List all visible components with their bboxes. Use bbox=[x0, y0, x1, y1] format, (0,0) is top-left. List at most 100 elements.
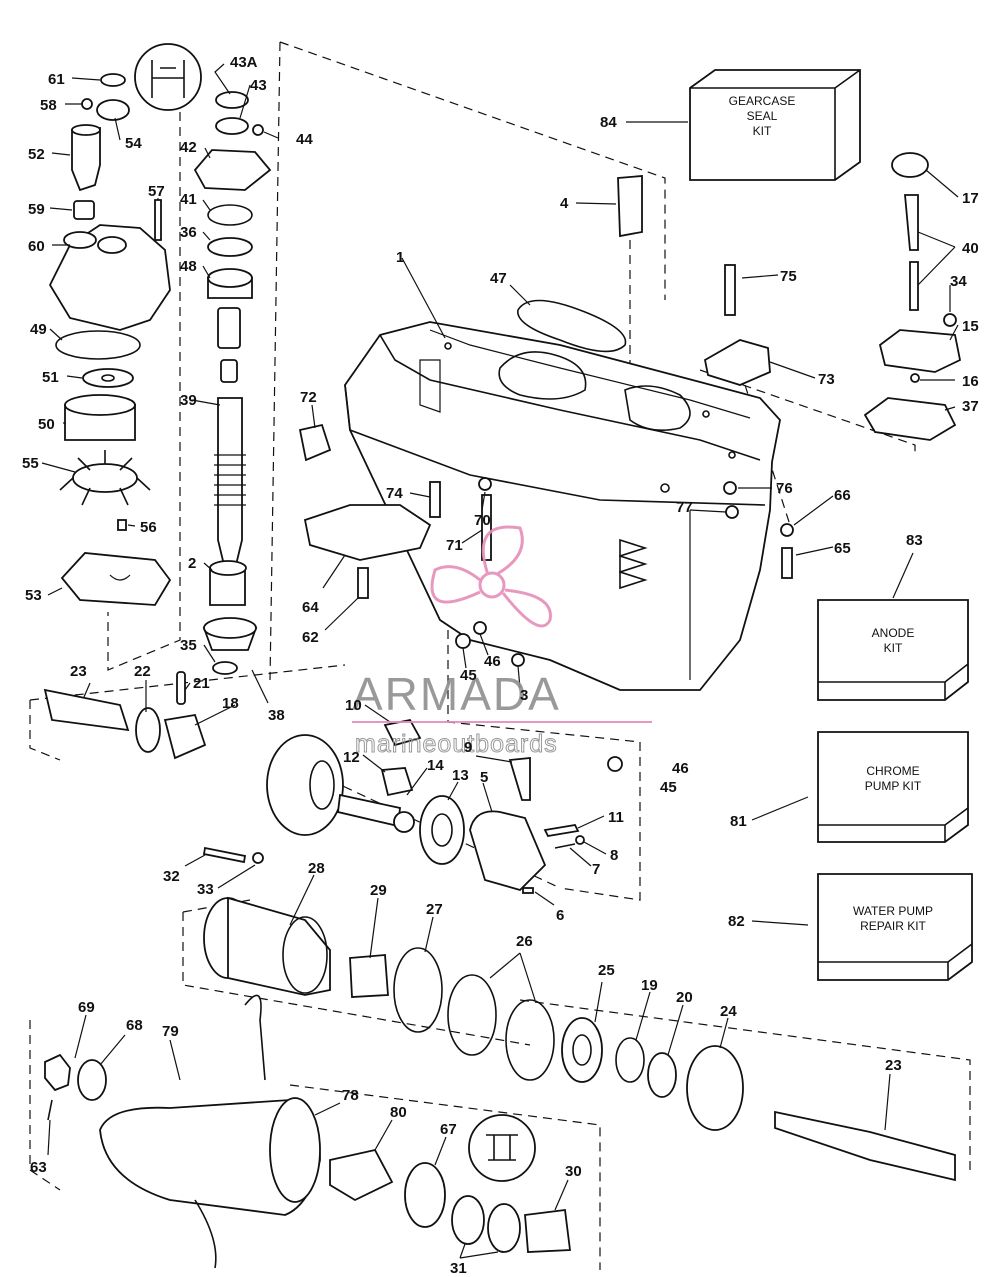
kit84-line1: GEARCASE bbox=[729, 94, 796, 108]
kit81-line1: CHROME bbox=[866, 764, 919, 778]
kit84-line3: KIT bbox=[753, 124, 772, 138]
callout-69: 69 bbox=[78, 999, 95, 1016]
callout-43a: 43A bbox=[230, 54, 258, 71]
driveshaft-parts bbox=[134, 43, 272, 675]
upper-misc-parts bbox=[298, 175, 794, 772]
callout-44: 44 bbox=[296, 131, 313, 148]
callout-46: 46 bbox=[484, 653, 501, 670]
callout-64: 64 bbox=[302, 599, 319, 616]
callout-37: 37 bbox=[962, 398, 979, 415]
callout-51: 51 bbox=[42, 369, 59, 386]
callout-numbers: 6158545257596049515055565343A43444241364… bbox=[22, 54, 979, 1277]
watermark-name: ARMADA bbox=[352, 668, 561, 720]
callout-70: 70 bbox=[474, 512, 491, 529]
callout-32: 32 bbox=[163, 868, 180, 885]
callout-42: 42 bbox=[180, 139, 197, 156]
callout-21: 21 bbox=[193, 675, 210, 692]
callout-39: 39 bbox=[180, 392, 197, 409]
callout-4: 4 bbox=[560, 195, 569, 212]
callout-72: 72 bbox=[300, 389, 317, 406]
anode-kit-box: ANODE KIT bbox=[817, 599, 969, 701]
callout-67: 67 bbox=[440, 1121, 457, 1138]
callout-5: 5 bbox=[480, 769, 488, 786]
callout-55: 55 bbox=[22, 455, 39, 472]
callout-57: 57 bbox=[148, 183, 165, 200]
callout-23-second: 23 bbox=[885, 1057, 902, 1074]
callout-19: 19 bbox=[641, 977, 658, 994]
callout-38: 38 bbox=[268, 707, 285, 724]
kit84-line2: SEAL bbox=[747, 109, 778, 123]
callout-16: 16 bbox=[962, 373, 979, 390]
callout-24: 24 bbox=[720, 1003, 737, 1020]
callout-28: 28 bbox=[308, 860, 325, 877]
callout-22: 22 bbox=[134, 663, 151, 680]
callout-49: 49 bbox=[30, 321, 47, 338]
kit83-line2: KIT bbox=[884, 641, 903, 655]
callout-26: 26 bbox=[516, 933, 533, 950]
callout-78: 78 bbox=[342, 1087, 359, 1104]
gear-shift-parts bbox=[43, 671, 585, 894]
callout-81: 81 bbox=[730, 813, 747, 830]
callout-30: 30 bbox=[565, 1163, 582, 1180]
callout-63: 63 bbox=[30, 1159, 47, 1176]
callout-31: 31 bbox=[450, 1260, 467, 1277]
callout-76: 76 bbox=[776, 480, 793, 497]
chrome-pump-kit-box: CHROME PUMP KIT bbox=[817, 731, 969, 843]
callout-8: 8 bbox=[610, 847, 618, 864]
callout-18: 18 bbox=[222, 695, 239, 712]
callout-82: 82 bbox=[728, 913, 745, 930]
decal-arrows bbox=[619, 538, 648, 590]
callout-10: 10 bbox=[345, 697, 362, 714]
callout-11: 11 bbox=[608, 809, 624, 826]
right-side-parts bbox=[863, 152, 962, 441]
callout-73: 73 bbox=[818, 371, 835, 388]
kit81-line2: PUMP KIT bbox=[865, 779, 922, 793]
callout-23: 23 bbox=[70, 663, 87, 680]
callout-79: 79 bbox=[162, 1023, 179, 1040]
callout-46-second: 46 bbox=[672, 760, 689, 777]
callout-40: 40 bbox=[962, 240, 979, 257]
callout-52: 52 bbox=[28, 146, 45, 163]
callout-48: 48 bbox=[180, 258, 197, 275]
callout-84: 84 bbox=[600, 114, 617, 131]
kit82-line2: REPAIR KIT bbox=[860, 919, 926, 933]
callout-12: 12 bbox=[343, 749, 360, 766]
callout-25: 25 bbox=[598, 962, 615, 979]
propshaft-assembly bbox=[202, 846, 956, 1182]
callout-2: 2 bbox=[188, 555, 196, 572]
callout-9: 9 bbox=[464, 739, 472, 756]
callout-50: 50 bbox=[38, 416, 55, 433]
callout-20: 20 bbox=[676, 989, 693, 1006]
callout-14: 14 bbox=[427, 757, 444, 774]
callout-1: 1 bbox=[396, 249, 404, 266]
kit82-line1: WATER PUMP bbox=[853, 904, 933, 918]
callout-66: 66 bbox=[834, 487, 851, 504]
callout-54: 54 bbox=[125, 135, 142, 152]
callout-60: 60 bbox=[28, 238, 45, 255]
callout-71: 71 bbox=[446, 537, 463, 554]
callout-15: 15 bbox=[962, 318, 979, 335]
callout-34: 34 bbox=[950, 273, 967, 290]
gearcase-housing bbox=[344, 321, 781, 691]
gearcase-seal-kit-box: GEARCASE SEAL KIT bbox=[689, 69, 861, 181]
callout-68: 68 bbox=[126, 1017, 143, 1034]
armada-watermark: ARMADA marineoutboards bbox=[352, 525, 652, 759]
callout-17: 17 bbox=[962, 190, 979, 207]
water-pump-repair-kit-box: WATER PUMP REPAIR KIT bbox=[817, 873, 973, 981]
callout-7: 7 bbox=[592, 861, 600, 878]
callout-53: 53 bbox=[25, 587, 42, 604]
watermark-tagline: marineoutboards bbox=[355, 730, 558, 758]
propeller-logo-icon bbox=[430, 525, 552, 628]
leader-lines bbox=[41, 63, 959, 1259]
callout-6: 6 bbox=[556, 907, 564, 924]
callout-36: 36 bbox=[180, 224, 197, 241]
callout-58: 58 bbox=[40, 97, 57, 114]
callout-45-second: 45 bbox=[660, 779, 677, 796]
callout-35: 35 bbox=[180, 637, 197, 654]
callout-13: 13 bbox=[452, 767, 469, 784]
callout-29: 29 bbox=[370, 882, 387, 899]
callout-47: 47 bbox=[490, 270, 507, 287]
kit83-line1: ANODE bbox=[872, 626, 915, 640]
callout-43: 43 bbox=[250, 77, 267, 94]
